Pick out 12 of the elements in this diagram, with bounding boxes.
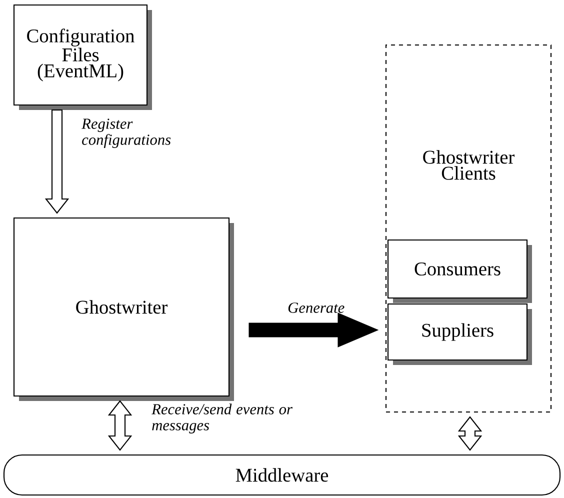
hollow-arrow [108, 400, 132, 451]
edge-label: Receive/send events or messages [152, 404, 292, 434]
hollow-arrow [458, 416, 482, 451]
middleware-band: Middleware [3, 454, 561, 496]
component-box: Suppliers [387, 303, 532, 365]
edge-label: Register configurations [82, 118, 171, 148]
block-arrow [248, 312, 379, 348]
component-box: Consumers [387, 239, 532, 303]
edge-label: Generate [288, 302, 344, 313]
hollow-arrow [44, 109, 70, 214]
file-box: Configuration Files (EventML) [13, 4, 152, 110]
process-box: Ghostwriter [13, 217, 234, 401]
